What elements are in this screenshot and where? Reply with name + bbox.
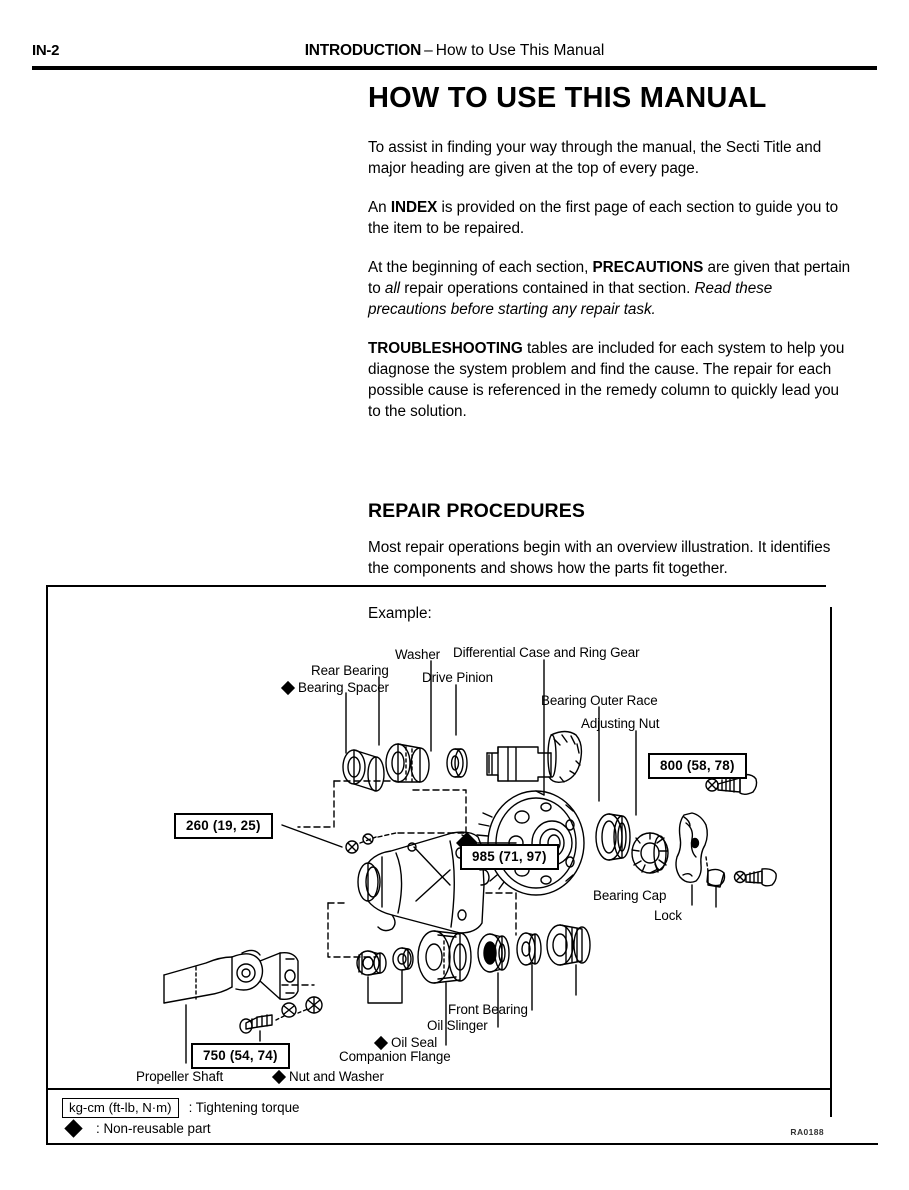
header-subsection-name: How to Use This Manual xyxy=(435,42,605,59)
callout-label-adjusting-nut: Adjusting Nut xyxy=(581,716,660,731)
paragraph-index-post: is provided on the first page of each se… xyxy=(368,199,839,237)
paragraph-precautions-mid2: repair operations contained in that sect… xyxy=(400,280,695,297)
emphasis-all: all xyxy=(384,280,401,297)
page-header: IN-2 INTRODUCTION–How to Use This Manual xyxy=(32,42,877,68)
legend-row-torque: kg-cm (ft-lb, N·m) : Tightening torque xyxy=(62,1097,482,1118)
legend-torque-meaning: : Tightening torque xyxy=(188,1100,300,1115)
paragraph-intro-text: To assist in finding your way through th… xyxy=(368,139,822,177)
emphasis-read-precautions: Read these precautions before starting a… xyxy=(368,280,773,318)
page-title: HOW TO USE THIS MANUAL xyxy=(368,82,767,114)
keyword-troubleshooting: TROUBLESHOOTING xyxy=(368,340,523,357)
figure-legend: kg-cm (ft-lb, N·m) : Tightening torque :… xyxy=(62,1097,482,1139)
paragraph-repair: Most repair operations begin with an ove… xyxy=(368,537,854,579)
callout-label-companion-flange: Companion Flange xyxy=(339,1049,451,1064)
header-section-title: INTRODUCTION–How to Use This Manual xyxy=(32,42,877,60)
header-rule xyxy=(32,66,877,70)
paragraph-index: An INDEX is provided on the first page o… xyxy=(368,197,854,239)
paragraph-index-pre: An xyxy=(368,199,391,216)
paragraph-intro: To assist in finding your way through th… xyxy=(368,137,854,179)
callout-label-bearing-spacer: Bearing Spacer xyxy=(283,680,389,695)
figure-border-left xyxy=(46,585,48,1143)
paragraph-precautions-mid: are given that pertain to xyxy=(368,259,851,297)
torque-box-torque-800: 800 (58, 78) xyxy=(648,753,747,779)
callout-label-washer: Washer xyxy=(395,647,441,662)
legend-row-nonreusable: : Non-reusable part xyxy=(62,1118,482,1139)
paragraph-repair-text: Most repair operations begin with an ove… xyxy=(368,539,831,577)
torque-box-torque-260: 260 (19, 25) xyxy=(174,813,273,839)
torque-box-torque-985: 985 (71, 97) xyxy=(460,844,559,870)
callout-label-oil-seal: Oil Seal xyxy=(376,1035,437,1050)
figure-border-bottom xyxy=(46,1143,878,1145)
example-label: Example: xyxy=(368,605,432,622)
figure-legend-divider xyxy=(46,1088,832,1090)
callout-label-bearing-cap: Bearing Cap xyxy=(593,888,667,903)
callout-label-oil-slinger: Oil Slinger xyxy=(427,1018,488,1033)
content-column: HOW TO USE THIS MANUAL To assist in find… xyxy=(368,82,854,624)
diamond-icon xyxy=(64,1119,83,1138)
callout-label-bearing-outer: Bearing Outer Race xyxy=(541,693,658,708)
figure-border-right xyxy=(830,607,832,1117)
keyword-precautions: PRECAUTIONS xyxy=(592,259,704,276)
repair-procedures-block: REPAIR PROCEDURES Most repair operations… xyxy=(368,500,854,624)
repair-procedures-heading: REPAIR PROCEDURES xyxy=(368,500,585,522)
page-number: IN-2 xyxy=(32,42,60,59)
callout-label-front-bearing: Front Bearing xyxy=(448,1002,528,1017)
callout-label-nut-and-washer: Nut and Washer xyxy=(274,1069,384,1084)
header-dash: – xyxy=(424,42,433,59)
paragraph-troubleshooting: TROUBLESHOOTING tables are included for … xyxy=(368,338,854,422)
figure-border-top xyxy=(46,585,826,587)
keyword-index: INDEX xyxy=(390,199,438,216)
callout-label-lock: Lock xyxy=(654,908,682,923)
callout-label-rear-bearing: Rear Bearing xyxy=(311,663,389,678)
paragraph-precautions-pre: At the beginning of each section, xyxy=(368,259,593,276)
callout-label-propeller-shaft: Propeller Shaft xyxy=(136,1069,224,1084)
legend-diamond-meaning: : Non-reusable part xyxy=(96,1121,211,1136)
legend-torque-units: kg-cm (ft-lb, N·m) xyxy=(62,1097,179,1118)
paragraph-troubleshooting-post: tables are included for each system to h… xyxy=(368,340,845,420)
callout-label-diff-case: Differential Case and Ring Gear xyxy=(453,645,640,660)
callout-label-drive-pinion: Drive Pinion xyxy=(422,670,493,685)
figure-id-code: RA0188 xyxy=(790,1127,824,1137)
header-section-name: INTRODUCTION xyxy=(304,42,422,59)
paragraph-precautions: At the beginning of each section, PRECAU… xyxy=(368,257,854,320)
torque-box-torque-750: 750 (54, 74) xyxy=(191,1043,290,1069)
